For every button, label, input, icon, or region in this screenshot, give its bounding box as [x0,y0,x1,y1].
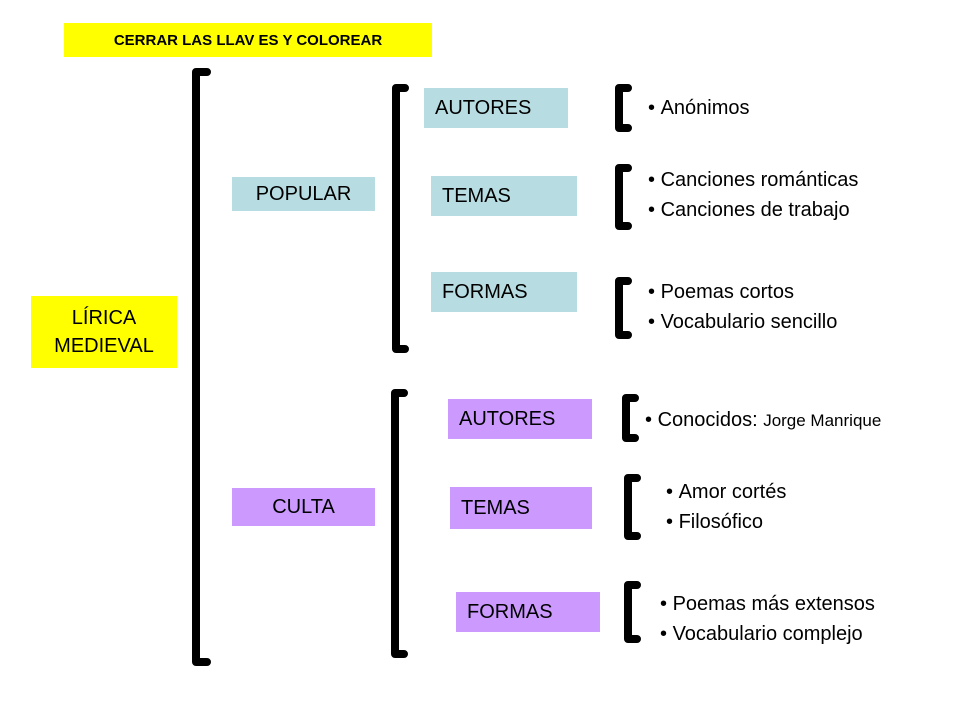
popular-temas-bracket [615,164,632,230]
list-item: Vocabulario sencillo [648,307,838,337]
culta-node: CULTA [232,488,375,526]
list-item: Anónimos [648,93,750,123]
culta-autores-bracket [622,394,639,442]
main-bracket [192,68,211,666]
popular-node: POPULAR [232,177,375,211]
popular-temas-node: TEMAS [431,176,577,216]
popular-formas-node: FORMAS [431,272,577,312]
popular-autores-list: Anónimos [648,93,750,123]
culta-autores-detail: Jorge Manrique [763,411,882,430]
culta-temas-node: TEMAS [450,487,592,529]
popular-temas-list: Canciones románticas Canciones de trabaj… [648,165,859,225]
popular-autores-bracket [615,84,632,132]
list-item: Poemas cortos [648,277,837,307]
culta-temas-bracket [624,474,641,540]
culta-formas-node: FORMAS [456,592,600,632]
list-item: Poemas más extensos [660,589,875,619]
list-item: Amor cortés [666,477,787,507]
culta-formas-bracket [624,581,641,643]
popular-bracket [392,84,409,353]
root-node-lirica-medieval: LÍRICA MEDIEVAL [31,296,177,368]
list-item: Canciones románticas [648,165,859,195]
root-line-2: MEDIEVAL [54,335,154,357]
list-item: Canciones de trabajo [648,195,858,225]
culta-formas-list: Poemas más extensos Vocabulario complejo [660,589,875,649]
list-item: Vocabulario complejo [660,619,875,649]
instruction-title: CERRAR LAS LLAV ES Y COLOREAR [64,23,432,57]
culta-autores-node: AUTORES [448,399,592,439]
culta-autores-main: Conocidos: [657,409,758,431]
list-item: Conocidos: Jorge Manrique [645,405,882,436]
list-item: Filosófico [666,507,786,537]
root-line-1: LÍRICA [71,307,137,329]
culta-autores-list: Conocidos: Jorge Manrique [645,405,882,436]
popular-formas-list: Poemas cortos Vocabulario sencillo [648,277,838,337]
popular-formas-bracket [615,277,632,339]
popular-autores-node: AUTORES [424,88,568,128]
culta-temas-list: Amor cortés Filosófico [666,477,787,537]
culta-bracket [391,389,408,658]
